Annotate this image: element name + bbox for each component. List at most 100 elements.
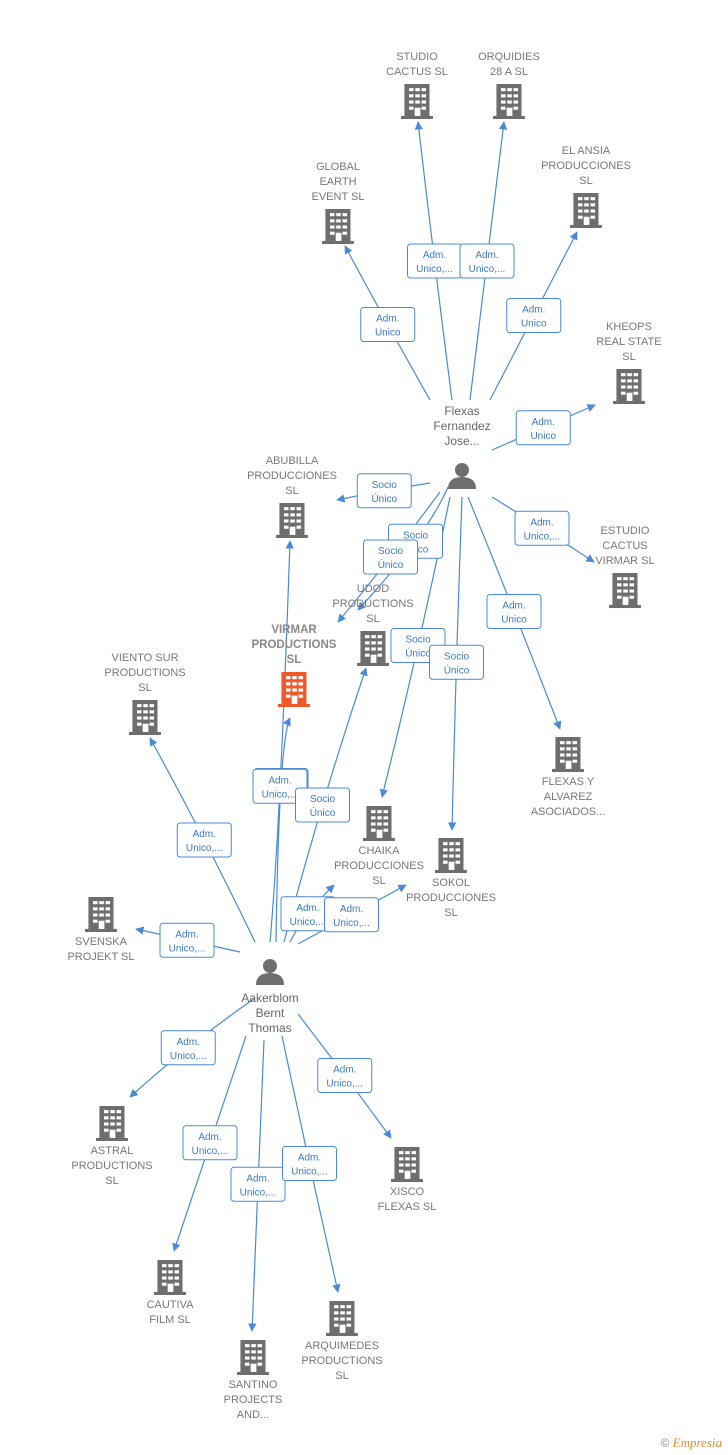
building-icon xyxy=(154,1260,186,1296)
edge-label-aakerblom-sokol[interactable]: Adm.Unico,... xyxy=(324,897,379,933)
edge-label-aakerblom-viento_sur[interactable]: Adm.Unico,... xyxy=(176,822,232,858)
edge-label-text: Adm. xyxy=(193,829,216,840)
company-name-line: SOKOL xyxy=(432,877,470,889)
edge-label-aakerblom-santino[interactable]: Adm. Unico,... xyxy=(230,1166,286,1202)
edge-label-box xyxy=(159,922,215,958)
company-node-santino[interactable]: SANTINOPROJECTSAND... xyxy=(224,1340,283,1421)
edge-label-box xyxy=(459,243,515,279)
company-name-line: EL ANSIA xyxy=(562,145,611,157)
company-name-line: PRODUCCIONES xyxy=(247,470,337,482)
edge-label-aakerblom-svenska[interactable]: Adm. Unico,... xyxy=(159,922,215,958)
edge-label-flexas-estudio_cactus_virmar[interactable]: Adm.Unico,... xyxy=(514,510,570,546)
company-name-line: PRODUCTIONS xyxy=(71,1160,152,1172)
edge-label-text: Socio xyxy=(310,794,335,805)
edge-label-text: Adm. xyxy=(246,1173,269,1184)
edge-label-text: Socio xyxy=(372,480,397,491)
person-name-line: Flexas xyxy=(444,404,479,418)
building-icon xyxy=(493,84,525,120)
edge-label-flexas-el_ansia[interactable]: Adm.Unico xyxy=(506,298,562,333)
company-name-line: AND... xyxy=(237,1409,269,1421)
company-name-line: PRODUCCIONES xyxy=(406,892,496,904)
building-icon xyxy=(609,573,641,609)
company-node-sokol[interactable]: SOKOL PRODUCCIONES SL xyxy=(406,838,496,919)
edge-label-text: Unico,... xyxy=(192,1146,229,1157)
company-name-line: VIENTO SUR xyxy=(111,652,178,664)
edge-label-box xyxy=(317,1058,373,1093)
edge-label-text: Adm. xyxy=(296,903,319,914)
edge-label-aakerblom-astral[interactable]: Adm.Unico,... xyxy=(160,1030,216,1066)
edge-label-aakerblom-chaika[interactable]: Adm. Unico,... xyxy=(280,896,336,932)
edge-label-flexas-flexas_alvarez[interactable]: Adm. Unico xyxy=(486,594,542,629)
edge-label-text: Adm. xyxy=(502,601,525,612)
company-name-line: SL xyxy=(372,875,385,887)
edge-label-flexas-studio_cactus[interactable]: Adm.Unico,... xyxy=(407,243,462,279)
person-node-flexas[interactable]: FlexasFernandezJose... xyxy=(433,404,491,489)
edge-label-text: Unico xyxy=(521,319,547,330)
company-name-line: KHEOPS xyxy=(606,321,652,333)
company-name-line: STUDIO xyxy=(396,51,438,63)
building-icon xyxy=(357,631,389,667)
edge-label-text: Socio xyxy=(405,635,430,646)
company-name-line: SVENSKA xyxy=(75,936,128,948)
edge-label-aakerblom-cautiva[interactable]: Adm.Unico,... xyxy=(182,1125,238,1161)
company-name-line: VIRMAR SL xyxy=(595,555,654,567)
company-name-line: EARTH xyxy=(319,176,356,188)
company-name-line: PRODUCTIONS xyxy=(104,667,185,679)
edge-label-text: Unico,... xyxy=(290,917,327,928)
edge-label-text: Unico,... xyxy=(240,1187,277,1198)
edge-label-text: Adm. xyxy=(177,1037,200,1048)
edge-label-box xyxy=(486,594,542,629)
company-name-line: PRODUCCIONES xyxy=(541,160,631,172)
edge-label-aakerblom-xisco[interactable]: Adm.Unico,... xyxy=(317,1058,373,1093)
company-name-line: SL xyxy=(444,907,457,919)
edge-label-text: Adm. xyxy=(175,929,198,940)
edge-label-text: Adm. xyxy=(376,314,399,325)
edge-label-text: Socio xyxy=(378,546,403,557)
company-name-line: SL xyxy=(366,613,379,625)
company-node-svenska[interactable]: SVENSKA PROJEKT SL xyxy=(67,897,135,963)
edge-label-text: Unico,... xyxy=(291,1167,328,1178)
company-name-line: EVENT SL xyxy=(312,191,365,203)
edge-label-text: Unico,... xyxy=(262,789,299,800)
building-icon xyxy=(96,1106,128,1142)
building-icon xyxy=(326,1301,358,1337)
company-name-line: PROJEKT SL xyxy=(67,951,134,963)
company-node-flexas_alvarez[interactable]: FLEXAS YALVAREZASOCIADOS... xyxy=(531,737,606,818)
edge-label-text: Unico,... xyxy=(524,531,561,542)
edge-label-flexas-kheops[interactable]: Adm.Unico xyxy=(515,410,571,446)
company-name-line: SL xyxy=(335,1370,348,1382)
edge-label-aakerblom-abubilla[interactable]: Adm.Unico,... xyxy=(252,768,308,804)
building-icon xyxy=(278,672,310,708)
edge-label-aakerblom-arquimedes[interactable]: Adm.Unico,... xyxy=(282,1146,337,1181)
edge-label-flexas-orquidies[interactable]: Adm.Unico,... xyxy=(459,243,515,279)
edge-label-flexas-global_earth[interactable]: Adm.Unico xyxy=(360,307,416,342)
company-name-line: CHAIKA xyxy=(359,845,401,857)
edge-label-text: Unico xyxy=(501,615,527,626)
edge-label-text: Unico,... xyxy=(169,943,206,954)
company-name-line: PRODUCTIONS xyxy=(252,639,337,651)
edge-label-text: Único xyxy=(444,663,470,676)
company-name-line: 28 A SL xyxy=(490,66,528,78)
edge-label-text: Adm. xyxy=(340,904,363,915)
edge-label-box xyxy=(282,1146,337,1181)
